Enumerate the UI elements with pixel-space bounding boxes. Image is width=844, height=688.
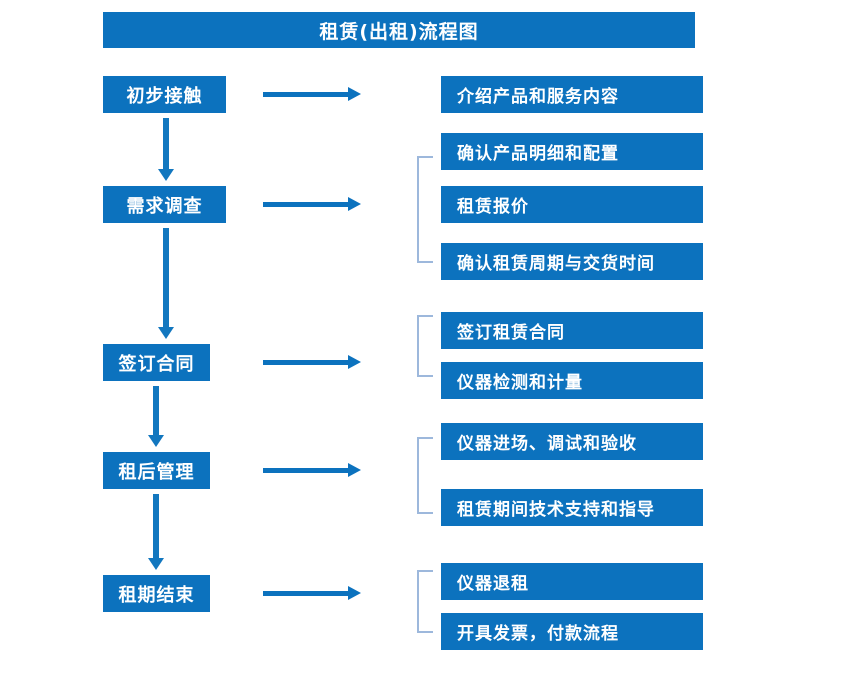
stage-to-detail-arrow-needs-survey bbox=[263, 197, 361, 211]
detail-box-introduce-products-services[interactable]: 介绍产品和服务内容 bbox=[441, 76, 703, 113]
stage-box-post-rental-management[interactable]: 租后管理 bbox=[103, 452, 210, 489]
detail-box-instrument-inspection-metering[interactable]: 仪器检测和计量 bbox=[441, 362, 703, 399]
detail-box-invoice-payment-process[interactable]: 开具发票，付款流程 bbox=[441, 613, 703, 650]
detail-box-instrument-return[interactable]: 仪器退租 bbox=[441, 563, 703, 600]
group-bracket-sign-contract bbox=[417, 315, 433, 377]
detail-box-sign-rental-contract[interactable]: 签订租赁合同 bbox=[441, 312, 703, 349]
stage-box-initial-contact[interactable]: 初步接触 bbox=[103, 76, 226, 113]
stage-box-sign-contract[interactable]: 签订合同 bbox=[103, 344, 210, 381]
detail-box-confirm-rental-period-delivery[interactable]: 确认租赁周期与交货时间 bbox=[441, 243, 703, 280]
flow-arrow-sign-contract-to-post-rental bbox=[148, 386, 164, 447]
detail-box-rental-quotation[interactable]: 租赁报价 bbox=[441, 186, 703, 223]
stage-box-needs-survey[interactable]: 需求调查 bbox=[103, 186, 226, 223]
detail-box-confirm-product-details-config[interactable]: 确认产品明细和配置 bbox=[441, 133, 703, 170]
stage-to-detail-arrow-sign-contract bbox=[263, 355, 361, 369]
stage-to-detail-arrow-rental-end bbox=[263, 586, 361, 600]
detail-box-technical-support-guidance[interactable]: 租赁期间技术支持和指导 bbox=[441, 489, 703, 526]
group-bracket-needs-survey bbox=[417, 156, 433, 263]
flow-arrow-needs-survey-to-sign-contract bbox=[158, 228, 174, 339]
stage-to-detail-arrow-initial-contact bbox=[263, 87, 361, 101]
detail-box-instrument-entry-debug-acceptance[interactable]: 仪器进场、调试和验收 bbox=[441, 423, 703, 460]
diagram-title-banner: 租赁(出租)流程图 bbox=[103, 12, 695, 48]
stage-to-detail-arrow-post-rental bbox=[263, 463, 361, 477]
flow-arrow-initial-contact-to-needs-survey bbox=[158, 118, 174, 181]
flow-arrow-post-rental-to-rental-end bbox=[148, 494, 164, 570]
stage-box-rental-end[interactable]: 租期结束 bbox=[103, 575, 210, 612]
group-bracket-rental-end bbox=[417, 570, 433, 633]
group-bracket-post-rental bbox=[417, 437, 433, 514]
